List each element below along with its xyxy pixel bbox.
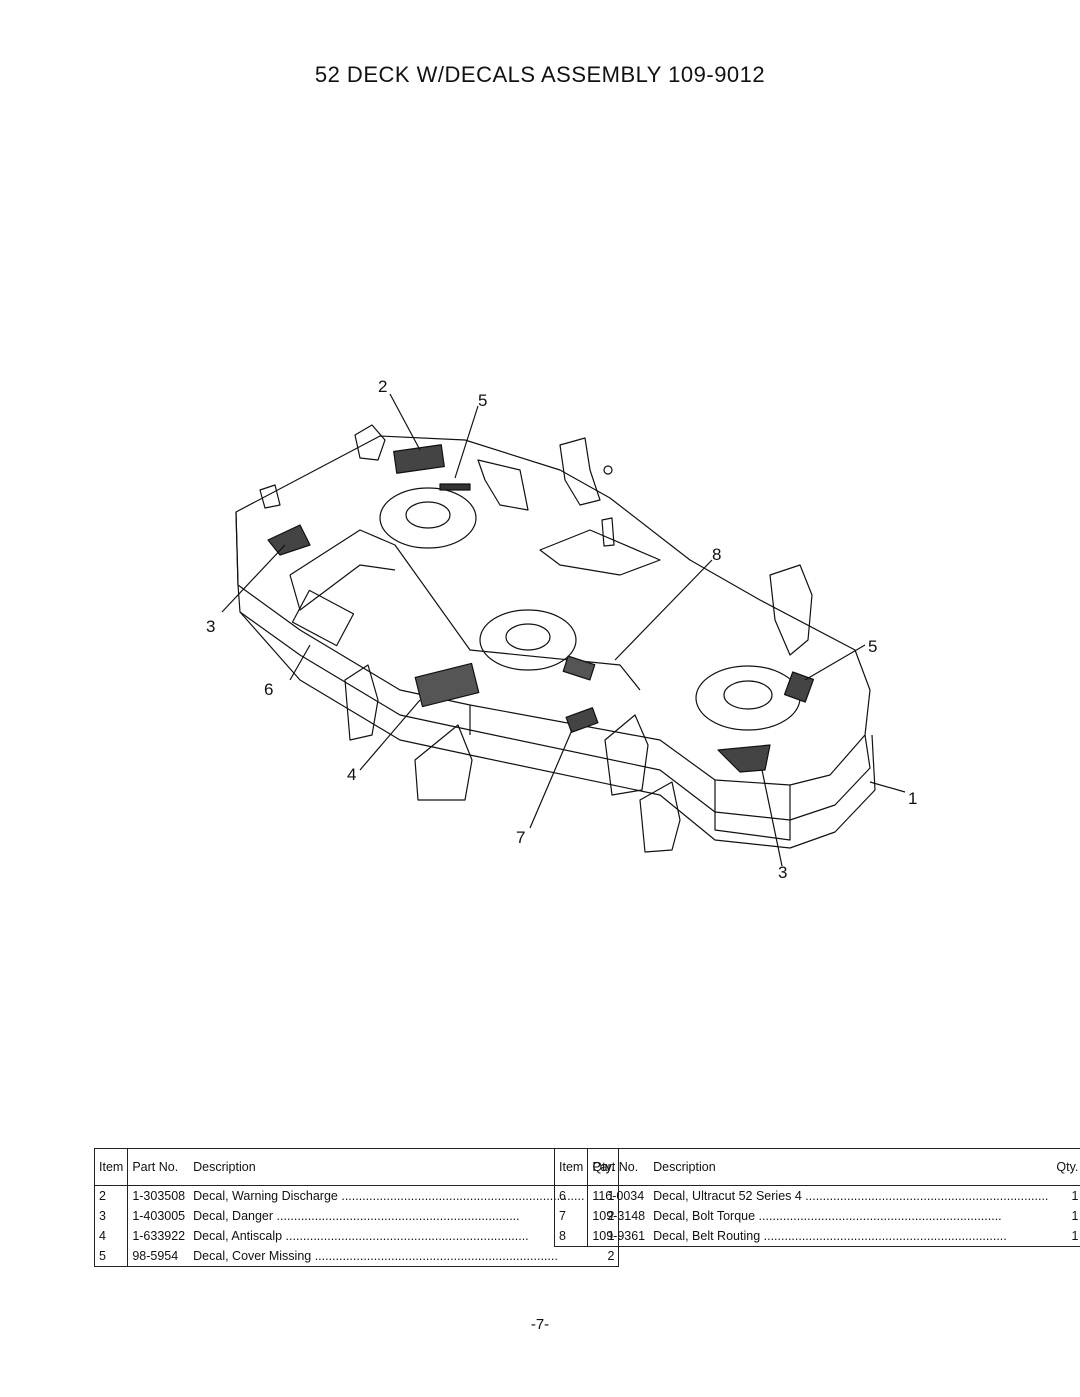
logo-plate — [291, 589, 355, 647]
callout-1: 1 — [908, 789, 917, 808]
item-cell: 2 — [94, 1185, 129, 1206]
callout-4: 4 — [347, 765, 356, 784]
page-number: -7- — [530, 1316, 550, 1333]
desc-cell: Decal, Ultracut 52 Series 4 — [649, 1186, 1052, 1207]
bracket-rear-left — [354, 424, 386, 461]
desc-cell: Decal, Cover Missing — [189, 1246, 588, 1267]
qty-cell: 1 — [607, 1189, 615, 1203]
col-item: Item — [94, 1148, 129, 1186]
parts-table-left: Item Part No. Description Qty. 2 1-30350… — [94, 1148, 620, 1267]
callout-2: 2 — [378, 377, 387, 396]
desc-cell: Decal, Antiscalp — [189, 1226, 588, 1246]
callout-3-bottom: 3 — [778, 863, 787, 882]
qty-cell: 1 — [1071, 1189, 1079, 1203]
callout-3-left: 3 — [206, 617, 215, 636]
page-title: 52 DECK W/DECALS ASSEMBLY 109-9012 — [314, 62, 766, 87]
table-row: 4 1-633922 Decal, Antiscalp 1 — [94, 1226, 619, 1246]
desc-text: Decal, Belt Routing — [653, 1229, 1048, 1243]
desc-text: Decal, Ultracut 52 Series 4 — [653, 1189, 1048, 1203]
decal-bolt-torque — [565, 707, 599, 733]
desc-text: Decal, Warning Discharge — [193, 1189, 584, 1203]
part-cell: 1-403005 — [132, 1209, 186, 1223]
desc-cell: Decal, Warning Discharge — [189, 1186, 588, 1207]
callout-6: 6 — [264, 680, 273, 699]
item-cell: 4 — [94, 1226, 129, 1246]
spindle-left — [379, 487, 477, 549]
part-cell: 98-5954 — [132, 1249, 179, 1263]
table-row: 3 1-403005 Decal, Danger 2 — [94, 1206, 619, 1226]
desc-text: Decal, Bolt Torque — [653, 1209, 1048, 1223]
decal-danger-right — [717, 744, 771, 773]
col-part-no: Part No. — [587, 1148, 650, 1186]
qty-cell: 1 — [1071, 1209, 1079, 1223]
desc-cell: Decal, Belt Routing — [649, 1226, 1052, 1247]
desc-text: Decal, Antiscalp — [193, 1229, 584, 1243]
desc-cell: Decal, Bolt Torque — [649, 1206, 1052, 1226]
table-header: Item Part No. Description Qty. — [554, 1148, 1080, 1186]
decal-belt-routing — [562, 655, 596, 681]
col-description: Description — [649, 1148, 1053, 1186]
bracket-right — [769, 564, 813, 656]
col-qty: Qty. — [1052, 1148, 1080, 1186]
spindle-center — [479, 609, 577, 671]
item-cell: 3 — [94, 1206, 129, 1226]
antiscalp-center — [414, 724, 473, 801]
callout-5-right: 5 — [868, 637, 877, 656]
spindle-right — [695, 665, 801, 731]
qty-cell: 2 — [607, 1249, 615, 1263]
callout-8: 8 — [712, 545, 721, 564]
decal-antiscalp — [414, 662, 480, 708]
desc-text: Decal, Cover Missing — [193, 1249, 584, 1263]
table-row: 7 109-3148 Decal, Bolt Torque 1 — [554, 1206, 1080, 1226]
parts-table-right: Item Part No. Description Qty. 6 116-003… — [554, 1148, 1080, 1247]
antiscalp-left — [344, 664, 379, 741]
table-row: 6 116-0034 Decal, Ultracut 52 Series 4 1 — [554, 1185, 1080, 1207]
col-part-no: Part No. — [127, 1148, 190, 1186]
decal-danger-left — [267, 524, 311, 556]
item-cell: 5 — [94, 1246, 129, 1267]
table-row: 5 98-5954 Decal, Cover Missing 2 — [94, 1246, 619, 1267]
part-cell: 109-3148 — [592, 1209, 646, 1223]
table-header: Item Part No. Description Qty. — [94, 1148, 619, 1186]
item-cell: 8 — [554, 1226, 589, 1247]
part-cell: 1-303508 — [132, 1189, 186, 1203]
table-row: 2 1-303508 Decal, Warning Discharge 1 — [94, 1185, 619, 1207]
qty-cell: 2 — [607, 1209, 615, 1223]
col-item: Item — [554, 1148, 589, 1186]
part-cell: 116-0034 — [592, 1189, 645, 1203]
part-cell: 1-633922 — [132, 1229, 186, 1243]
bracket-rear — [559, 437, 601, 506]
antiscalp-right — [604, 714, 649, 796]
decal-warning-discharge — [393, 444, 445, 474]
item-cell: 6 — [554, 1185, 589, 1206]
callout-7: 7 — [516, 828, 525, 847]
decal-cover-missing-right — [783, 671, 815, 703]
desc-text: Decal, Danger — [193, 1209, 584, 1223]
deck-skirt — [237, 584, 871, 821]
item-cell: 7 — [554, 1206, 589, 1226]
col-description: Description — [189, 1148, 589, 1186]
callout-5-top: 5 — [478, 391, 487, 410]
qty-cell: 1 — [607, 1229, 615, 1243]
part-cell: 109-9361 — [592, 1229, 646, 1243]
desc-cell: Decal, Danger — [189, 1206, 588, 1226]
qty-cell: 1 — [1071, 1229, 1079, 1243]
deck-top-outline — [235, 435, 871, 786]
table-row: 8 109-9361 Decal, Belt Routing 1 — [554, 1226, 1080, 1247]
